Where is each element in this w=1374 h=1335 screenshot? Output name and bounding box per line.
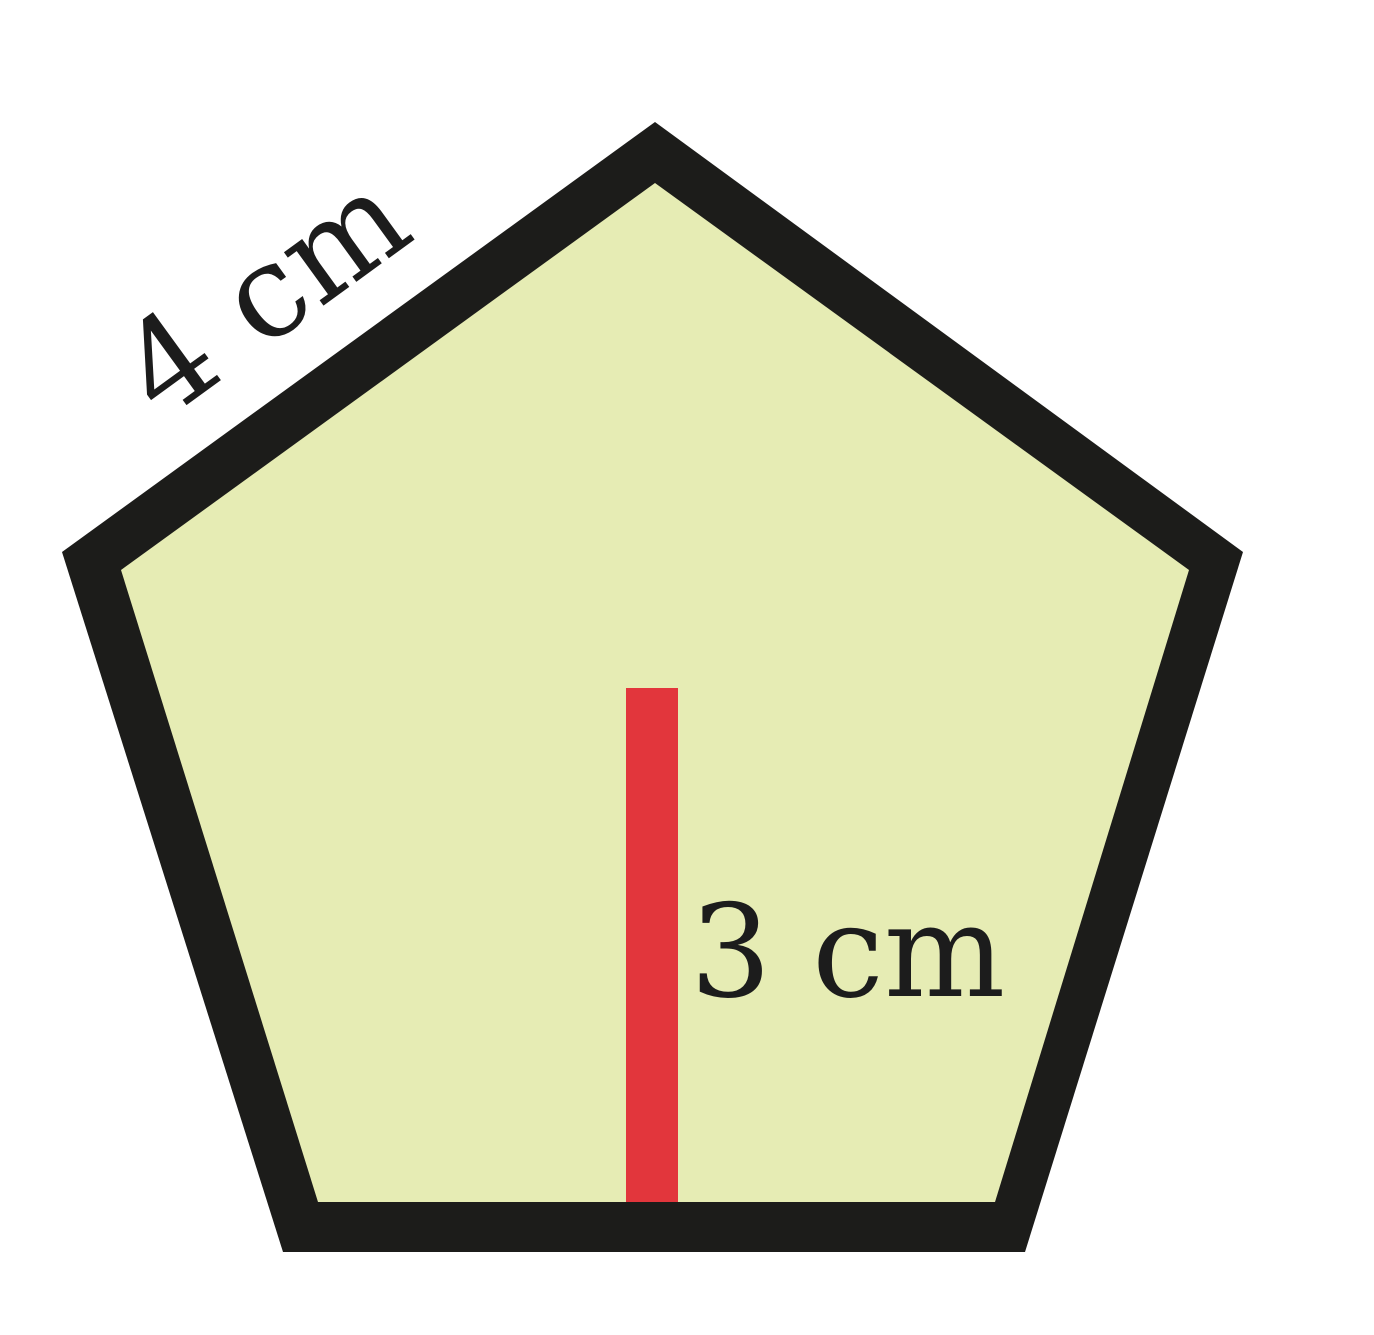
apothem-line [626, 688, 678, 1202]
apothem-length-label: 3 cm [690, 878, 1005, 1027]
